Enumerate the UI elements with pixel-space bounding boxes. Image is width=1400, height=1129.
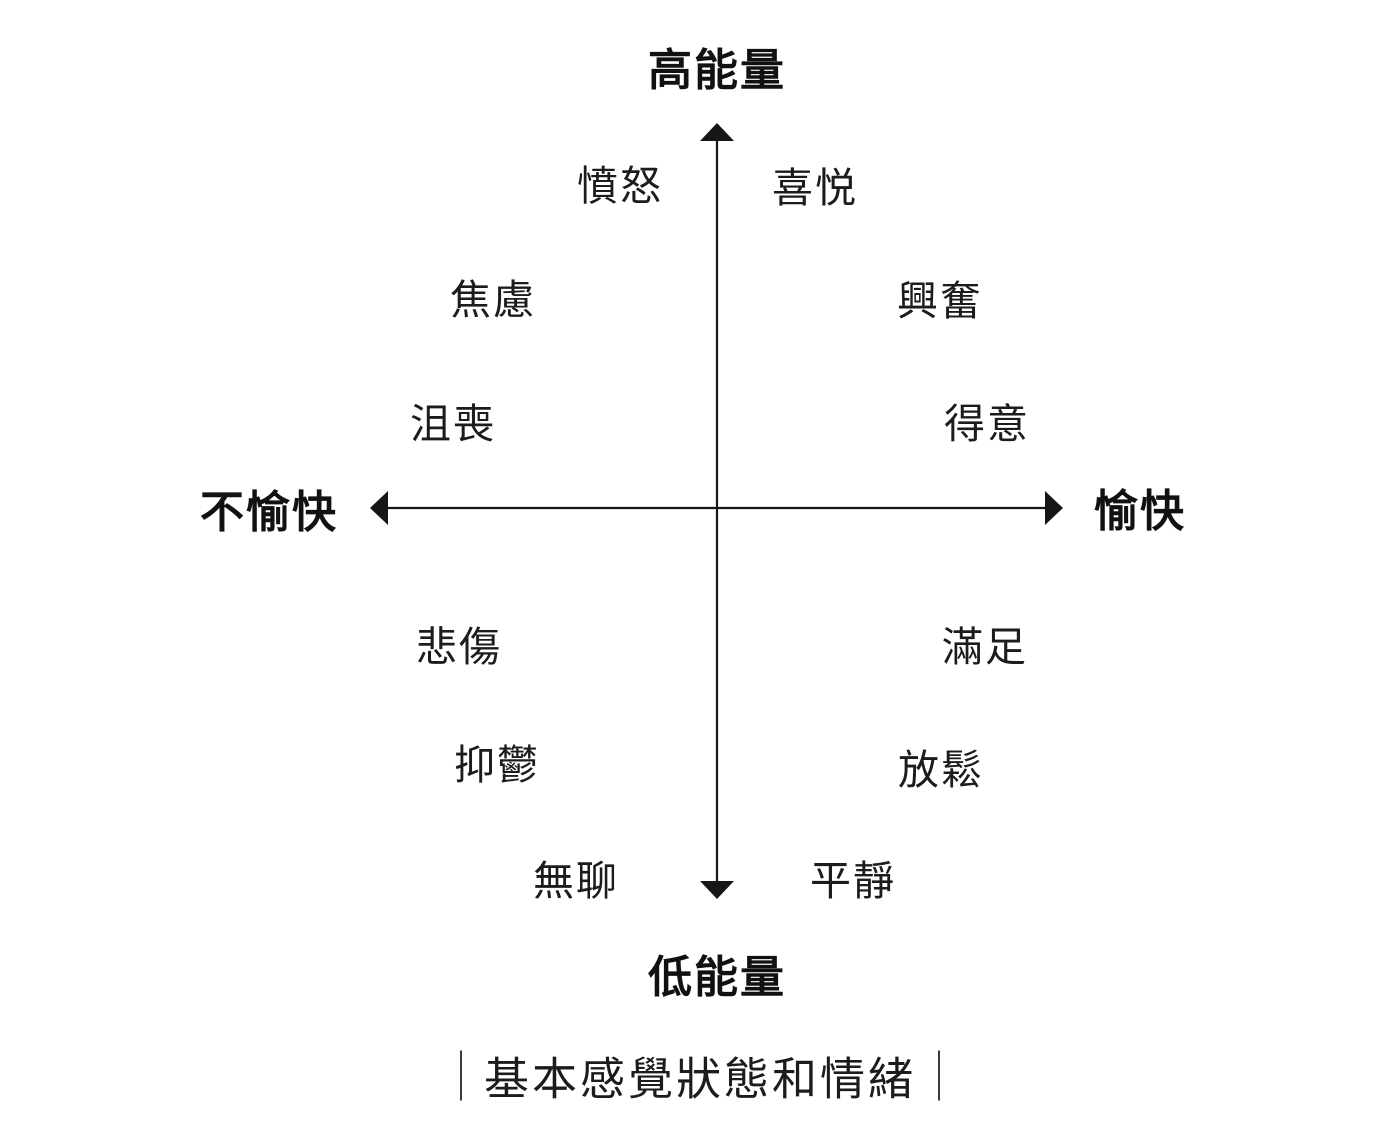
caption-divider-right [938,1050,941,1100]
emotion-calm: 平靜 [810,858,896,904]
up-arrow-icon [700,123,734,141]
emotion-depression: 抑鬱 [454,742,540,788]
emotion-pride: 得意 [944,401,1030,447]
caption-divider-left [459,1050,462,1100]
emotion-excitement: 興奮 [897,278,983,324]
emotion-joy: 喜悦 [772,165,858,211]
axis-title-unpleasant: 不愉快 [200,488,338,537]
emotion-anger: 憤怒 [577,163,663,209]
emotion-frustration: 沮喪 [410,401,496,447]
axis-title-high-energy: 高能量 [648,46,786,95]
down-arrow-icon [700,881,734,899]
caption-text: 基本感覺狀態和情緒 [483,1053,917,1105]
emotion-satisfaction: 滿足 [942,624,1028,670]
axis-title-low-energy: 低能量 [648,953,786,1002]
emotion-boredom: 無聊 [533,858,619,904]
right-arrow-icon [1045,491,1063,525]
diagram-caption: 基本感覺狀態和情緒 [459,1043,941,1108]
left-arrow-icon [370,491,388,525]
axis-title-pleasant: 愉快 [1094,487,1186,536]
emotion-sadness: 悲傷 [416,624,502,670]
emotion-anxiety: 焦慮 [450,277,536,323]
emotion-relaxation: 放鬆 [898,747,984,793]
